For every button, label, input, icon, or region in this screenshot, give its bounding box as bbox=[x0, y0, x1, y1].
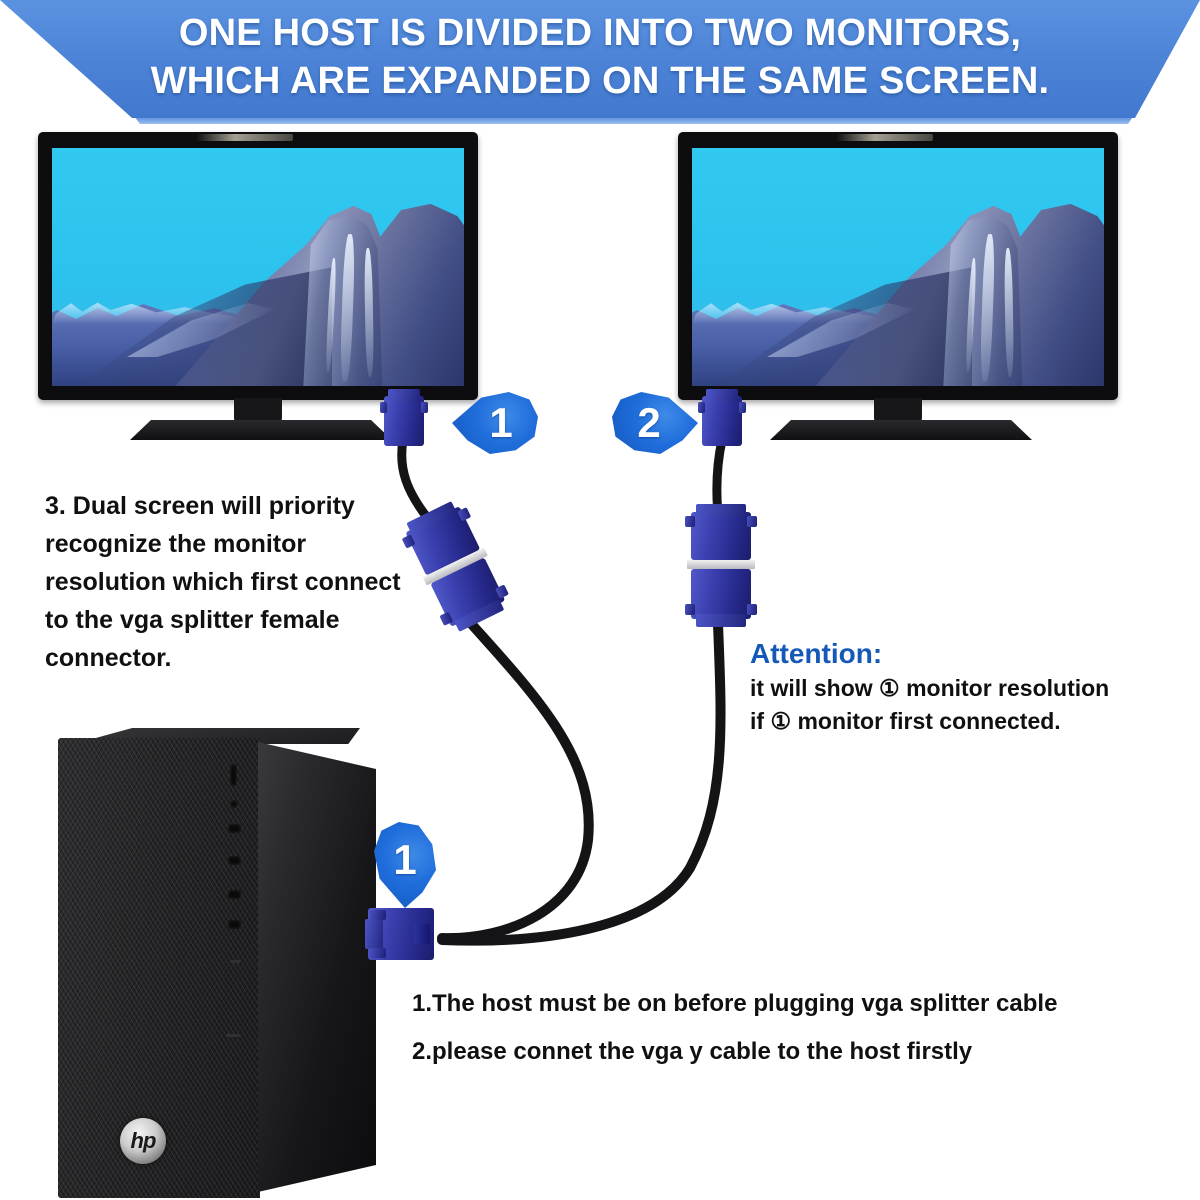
tower-side-panel bbox=[258, 742, 376, 1192]
host-tower: hp bbox=[58, 728, 378, 1198]
vga-hood bbox=[387, 389, 421, 402]
note-bottom-line-1: 1.The host must be on before plugging vg… bbox=[412, 990, 1058, 1017]
hp-logo-icon: hp bbox=[120, 1118, 166, 1164]
badge-monitor-2: 2 bbox=[612, 392, 698, 454]
monitor-left-screen bbox=[52, 148, 464, 386]
banner-title: ONE HOST IS DIVIDED INTO TWO MONITORS, W… bbox=[0, 9, 1200, 105]
vga-thumbscrew bbox=[739, 402, 746, 413]
tower-front-panel bbox=[58, 738, 260, 1198]
badge-label: 1 bbox=[489, 399, 513, 446]
drive-bay-slot bbox=[230, 960, 240, 963]
attention-line-2: if ① monitor first connected. bbox=[750, 708, 1061, 734]
vga-thumbscrew bbox=[698, 402, 705, 413]
cable-branch1-to-host bbox=[437, 613, 594, 944]
attention-line-1: it will show ① monitor resolution bbox=[750, 675, 1110, 701]
vga-thumbscrew bbox=[685, 516, 696, 527]
monitor-right-screen bbox=[692, 148, 1104, 386]
vga-thumbscrew bbox=[380, 402, 387, 413]
audio-jack-port bbox=[230, 800, 238, 808]
note-dual-screen-priority: 3. Dual screen will priority recognize t… bbox=[45, 492, 401, 672]
monitor-left-neck bbox=[234, 398, 282, 424]
monitor-left-stand-base bbox=[130, 420, 392, 440]
usb-port bbox=[228, 824, 241, 833]
drive-eject-line bbox=[226, 1034, 240, 1037]
vga-pin-block bbox=[414, 924, 430, 944]
vga-thumbscrew bbox=[370, 947, 386, 958]
banner-title-line1: ONE HOST IS DIVIDED INTO TWO MONITORS, bbox=[178, 12, 1022, 54]
vga-coupler-band bbox=[687, 560, 755, 569]
monitor-right-stand-base bbox=[770, 420, 1032, 440]
vga-male-connector-right bbox=[685, 504, 757, 560]
vga-connector-monitor2 bbox=[698, 389, 746, 446]
power-button[interactable] bbox=[230, 764, 237, 786]
vga-shell bbox=[702, 396, 742, 446]
vga-connector-host bbox=[365, 908, 434, 960]
badge-monitor-1: 1 bbox=[452, 392, 538, 454]
vga-shell bbox=[384, 396, 424, 446]
note-host-instructions: 1.The host must be on before plugging vg… bbox=[412, 980, 1192, 1076]
hp-logo-text: hp bbox=[130, 1128, 157, 1153]
attention-block: Attention: it will show ① monitor resolu… bbox=[750, 636, 1190, 738]
vga-hood bbox=[696, 614, 746, 627]
monitor-left bbox=[38, 132, 478, 452]
badge-label: 1 bbox=[393, 836, 417, 883]
monitor-left-top-gloss bbox=[196, 134, 294, 141]
vga-hood bbox=[696, 504, 746, 517]
monitor-right-top-gloss bbox=[836, 134, 934, 141]
vga-shell bbox=[691, 512, 751, 560]
banner-title-line2: WHICH ARE EXPANDED ON THE SAME SCREEN. bbox=[150, 60, 1050, 102]
vga-connector-monitor1 bbox=[380, 389, 428, 446]
vga-thumbscrew bbox=[685, 604, 696, 615]
note-bottom-line-2: 2.please connet the vga y cable to the h… bbox=[412, 1038, 973, 1065]
usb-port bbox=[228, 856, 241, 865]
usb-port bbox=[228, 890, 241, 899]
badge-label: 2 bbox=[637, 399, 661, 446]
vga-thumbscrew bbox=[746, 516, 757, 527]
vga-hood bbox=[705, 389, 739, 402]
usb-port bbox=[228, 920, 241, 929]
vga-thumbscrew bbox=[421, 402, 428, 413]
monitor-right-neck bbox=[874, 398, 922, 424]
vga-shell bbox=[691, 569, 751, 619]
vga-thumbscrew bbox=[370, 910, 386, 921]
header-banner bbox=[0, 0, 1200, 118]
badge-host-1: 1 bbox=[374, 822, 436, 908]
vga-splitter-pair-right bbox=[685, 504, 757, 627]
attention-title: Attention: bbox=[750, 638, 883, 669]
vga-hood bbox=[365, 919, 383, 949]
vga-thumbscrew bbox=[746, 604, 757, 615]
monitor-right bbox=[678, 132, 1118, 452]
vga-female-connector-right bbox=[685, 569, 757, 627]
cable-branch2-to-host bbox=[437, 619, 726, 946]
